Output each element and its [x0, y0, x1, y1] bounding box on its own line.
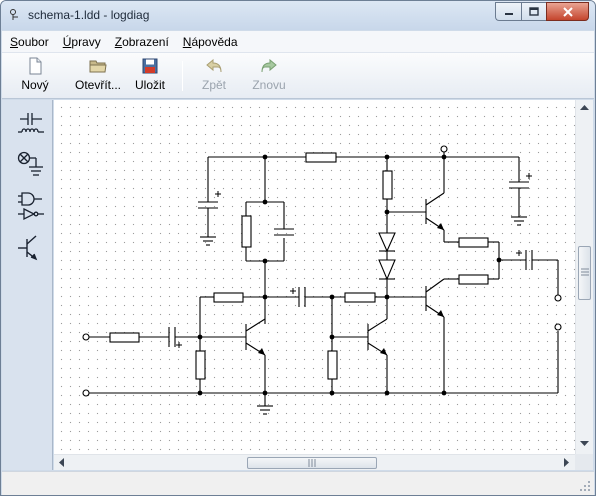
undo-arrow-icon — [206, 58, 222, 73]
toolbar: Nový Otevřít... Uložit Zpět — [2, 53, 594, 99]
scroll-left-icon[interactable] — [59, 458, 65, 467]
drawing-canvas[interactable] — [54, 100, 575, 454]
transistor-icon[interactable] — [16, 231, 46, 261]
redo-button[interactable]: Znovu — [249, 57, 289, 95]
vertical-scroll-thumb[interactable] — [578, 246, 591, 300]
vertical-scrollbar[interactable] — [575, 100, 593, 454]
circuit-schematic[interactable] — [54, 100, 575, 454]
new-label: Nový — [21, 78, 49, 92]
app-logo-icon — [10, 9, 18, 20]
symbol-palette — [2, 100, 53, 470]
menu-zobrazeni[interactable]: Zobrazení — [114, 34, 169, 49]
close-icon — [562, 6, 573, 17]
resize-grip-icon[interactable] — [580, 481, 591, 492]
logic-gates-icon[interactable] — [16, 191, 46, 221]
menu-bar: Soubor Úpravy Zobrazení Nápověda — [2, 31, 594, 53]
redo-arrow-icon — [261, 58, 277, 73]
lamp-ground-icon[interactable] — [16, 150, 46, 180]
menu-napoveda[interactable]: Nápověda — [182, 34, 238, 49]
minimize-button[interactable] — [495, 2, 521, 21]
open-label: Otevřít... — [74, 78, 121, 92]
minimize-icon — [504, 12, 513, 15]
menu-upravy[interactable]: Úpravy — [62, 34, 101, 49]
new-button[interactable]: Nový — [15, 57, 55, 95]
save-label: Uložit — [134, 78, 165, 92]
undo-button[interactable]: Zpět — [197, 57, 231, 95]
folder-icon — [89, 60, 107, 73]
redo-label: Znovu — [252, 78, 286, 92]
grip-icon — [581, 268, 589, 276]
open-button[interactable]: Otevřít... — [66, 57, 130, 95]
scroll-right-icon[interactable] — [564, 458, 570, 467]
scroll-down-icon[interactable] — [580, 441, 589, 447]
scroll-up-icon[interactable] — [580, 105, 589, 111]
close-button[interactable] — [546, 2, 589, 21]
window-title: schema-1.ldd - logdiag — [28, 8, 150, 22]
save-button[interactable]: Uložit — [129, 57, 171, 95]
horizontal-scroll-thumb[interactable] — [247, 457, 377, 469]
grip-icon — [308, 459, 316, 467]
maximize-icon — [529, 7, 539, 16]
maximize-button[interactable] — [521, 2, 546, 21]
title-bar[interactable]: schema-1.ldd - logdiag — [1, 1, 595, 30]
toolbar-separator — [182, 61, 183, 91]
scroll-corner — [575, 454, 593, 470]
undo-label: Zpět — [201, 78, 226, 92]
horizontal-scrollbar[interactable] — [54, 454, 575, 470]
floppy-icon — [142, 58, 158, 74]
status-bar — [2, 471, 594, 495]
capacitor-inductor-icon[interactable] — [16, 110, 46, 140]
document-icon — [29, 57, 42, 75]
menu-soubor[interactable]: Soubor — [10, 34, 49, 49]
